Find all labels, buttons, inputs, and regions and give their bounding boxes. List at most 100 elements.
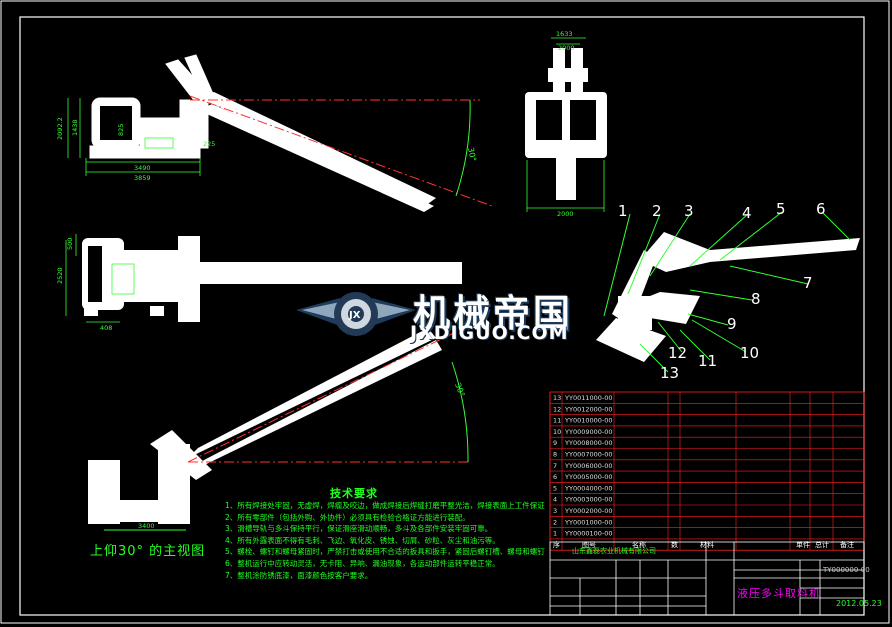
parts-row-code: YY0001000-00 [564,518,613,526]
parts-row-number: 10 [553,428,561,436]
watermark-logo: JX [296,292,416,336]
parts-row-code: YY0005000-00 [564,473,613,481]
product-name: 液压多斗取料机 [737,587,821,600]
dim-label: 3859 [134,174,151,182]
dim-label: 1438 [71,119,79,136]
balloon-4: 4 [742,204,752,222]
balloon-10: 10 [740,344,759,362]
parts-row-number: 11 [553,417,561,425]
title-block [549,541,865,616]
dimension-lines-plan [65,234,135,323]
requirement-line: 3、滑槽导轨与多斗保持平行，保证滑座滑动顺畅，多斗及各部件安装牢固可靠。 [225,524,493,534]
parts-row-number: 12 [553,405,561,413]
parts-row-code: YY0004000-00 [564,484,613,492]
dim-label: 408 [100,324,112,332]
parts-row-number: 2 [553,518,557,526]
parts-header-cell: 单件 [796,540,810,549]
side-view-boom [196,92,436,212]
dimension-lines-top-view [526,37,605,212]
dim-label: 3490 [134,164,151,172]
dim-label: 1633 [556,30,573,38]
technical-requirements: 1、所有焊接处牢固，无虚焊，焊瘤及咬边，做成焊接后焊缝打磨平整光洁，焊接表面上工… [225,500,545,581]
dim-label: 2520 [56,267,64,284]
parts-header-cell: 序 [553,540,560,549]
parts-row-number: 7 [553,462,557,470]
centerline [187,329,461,463]
balloon-1: 1 [618,202,628,220]
parts-row-number: 6 [553,473,557,481]
technical-requirements-title: 技术要求 [330,487,378,500]
requirement-line: 4、所有外露表面不得有毛刺、飞边、氧化皮、锈蚀、切屑、砂粒、灰尘和油污等。 [225,535,500,545]
balloon-2: 2 [652,202,662,220]
parts-row-code: YY0000100-00 [564,530,613,538]
angle-arc [451,361,469,463]
dim-label: 2000 [558,44,575,52]
angle-arc [455,99,471,197]
drawing-date: 2012.05.23 [836,599,882,608]
balloon-numbers: 1 2 3 4 5 6 7 8 9 10 11 12 13 [618,200,826,382]
main-view-caption: 上仰30° 的主视图 [90,544,206,559]
side-view-top [89,54,215,159]
parts-row-number: 3 [553,507,557,515]
parts-row-code: YY0010000-00 [564,417,613,425]
parts-row-code: YY0012000-00 [564,405,613,413]
balloon-3: 3 [684,202,694,220]
dimension-lines-top-left [67,98,201,176]
parts-header-cell: 图号 [582,541,596,549]
parts-row-code: YY0009000-00 [564,428,613,436]
parts-row-code: YY0003000-00 [564,496,613,504]
requirement-line: 1、所有焊接处牢固，无虚焊，焊瘤及咬边，做成焊接后焊缝打磨平整光洁，焊接表面上工… [225,501,545,510]
assembly-view [596,232,860,362]
balloon-5: 5 [776,200,786,218]
angle-label: 30° [453,382,466,398]
balloon-7: 7 [803,274,813,292]
svg-text:JX: JX [348,310,361,321]
angle-label: 30° [466,147,478,163]
balloon-6: 6 [816,200,826,218]
parts-row-code: YY0002000-00 [564,507,613,515]
parts-row-number: 4 [553,496,557,504]
watermark-text-cn: 机械帝国 [413,292,573,335]
requirement-line: 5、螺栓、螺钉和螺母紧固时，严禁打击或使用不合适的扳具和扳手，紧固后螺钉槽、螺母… [225,547,545,557]
plan-view [82,236,462,322]
parts-row-number: 8 [553,451,557,459]
top-view [525,48,607,200]
dim-label: 3400 [138,522,155,530]
parts-row-code: YY0006000-00 [564,462,613,470]
watermark-text-en: JXDIGUO.COM [410,322,569,344]
centerline [189,95,493,207]
requirement-line: 2、所有零部件（包括外购、外协件）必须具有检验合格证方能进行装配。 [225,512,470,522]
parts-row-number: 13 [553,394,561,402]
requirement-line: 7、整机涂防锈底漆，面漆颜色按客户要求。 [225,570,373,580]
balloon-8: 8 [751,290,761,308]
parts-row-code: YY0008000-00 [564,439,613,447]
dim-label: 500 [66,238,74,250]
main-view-boom [88,328,442,524]
drawing-number: TY000000-00 [823,566,870,574]
dim-label: 825 [117,124,125,136]
balloon-13: 13 [660,364,679,382]
dim-label: 2092.2 [56,117,64,140]
parts-row-code: YY0011000-00 [564,394,613,402]
parts-row-code: YY0007000-00 [564,451,613,459]
drawing-inner-frame [19,16,865,616]
parts-header-cell: 名称 [632,540,646,549]
parts-header-cell: 材料 [700,540,714,549]
balloon-9: 9 [727,315,737,333]
balloon-leaders [603,211,851,373]
dim-label: 225 [203,140,215,148]
company-name: 山东鑫磊农业机械有限公司 [572,547,656,555]
parts-header-cell: 数 [671,540,678,549]
parts-header-cell: 备注 [840,540,854,549]
parts-row-number: 5 [553,484,557,492]
dim-label: 2000 [557,210,574,218]
balloon-11: 11 [698,352,717,370]
parts-header-cell: 总计 [815,540,829,549]
requirement-line: 6、整机运行中应转动灵活，无卡阻、异响、漏油现象，各运动部件运转平稳正常。 [225,558,500,568]
balloon-12: 12 [668,344,687,362]
parts-row-number: 1 [553,530,557,538]
parts-row-number: 9 [553,439,557,447]
